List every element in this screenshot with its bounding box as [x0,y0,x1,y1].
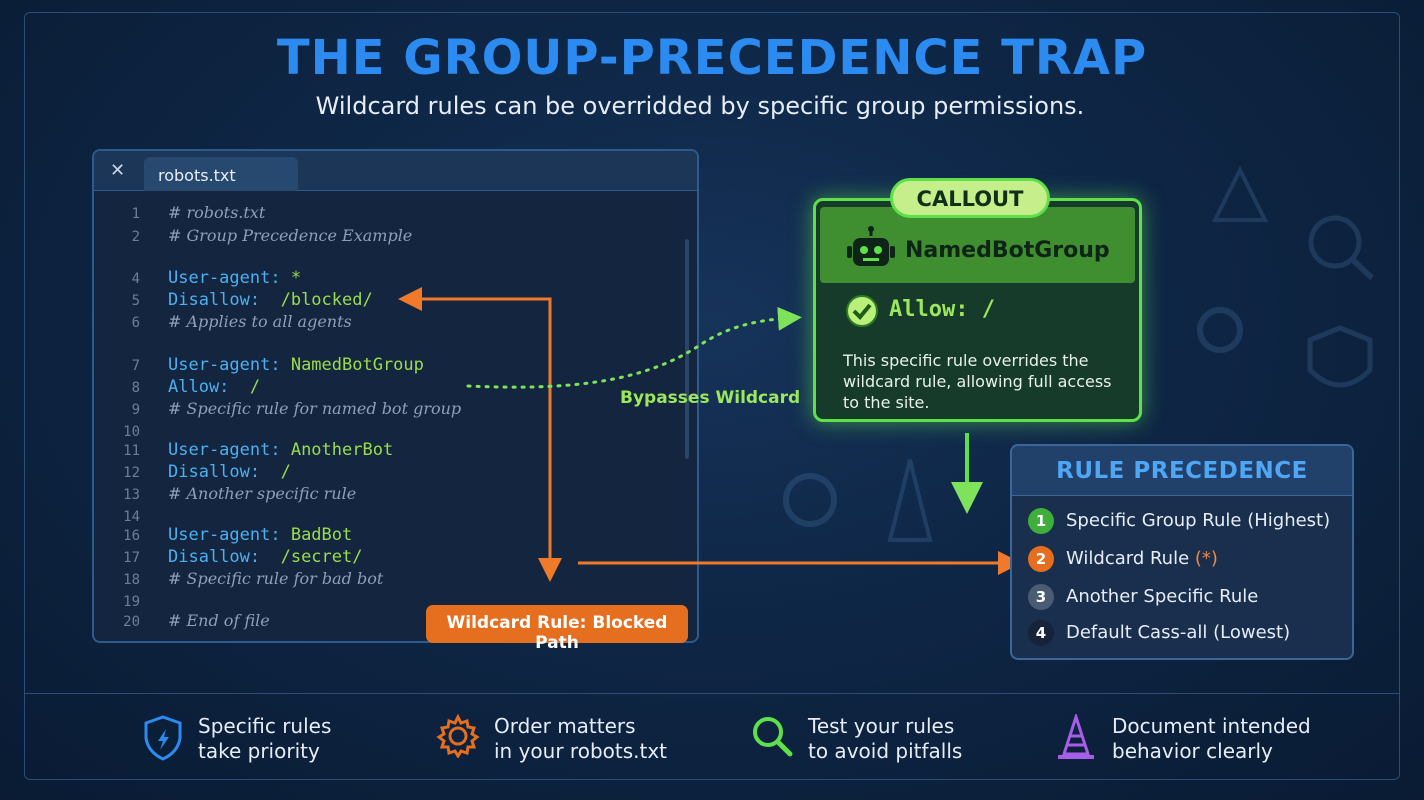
robot-icon [847,226,895,266]
bypass-arrow [466,306,802,389]
line-number: 14 [123,509,140,525]
line-number: 4 [131,271,140,287]
gear-icon [436,714,480,758]
editor-scrollbar[interactable] [685,239,689,459]
bypass-label: Bypasses Wildcard [620,388,801,408]
tab-robots-txt[interactable]: robots.txt [144,157,298,191]
magnifier-icon [753,717,793,757]
code-text: # robots.txt [168,203,266,222]
rank-badge: 2 [1028,546,1054,572]
code-text: Disallow: /secret/ [168,547,363,567]
line-number: 10 [123,424,140,440]
code-line: 17 Disallow: /secret/ [94,547,697,569]
background-decoration [1197,165,1375,388]
precedence-label: Default Cass-all (Lowest) [1066,622,1291,643]
code-text: Allow: / [168,377,261,397]
callout-allow-text: Allow: / [889,297,995,322]
rule-precedence-title: RULE PRECEDENCE [1012,446,1352,496]
code-line: 7 User-agent: NamedBotGroup [94,355,697,377]
code-editor: ✕ robots.txt 1 # robots.txt 2 # Group Prece… [92,149,699,643]
line-number: 9 [131,402,140,418]
code-text: # Group Precedence Example [168,226,413,245]
code-line: 18 # Specific rule for bad bot [94,569,697,591]
code-line: 11 User-agent: AnotherBot [94,440,697,462]
code-line: 20 # End of file [94,611,697,633]
code-text: Disallow: / [168,462,291,482]
code-line: 6 # Applies to all agents [94,312,697,334]
code-line: 4 User-agent: * [94,268,697,290]
code-text: User-agent: BadBot [168,525,353,545]
outer-frame [24,12,1400,780]
code-line: 10 [94,421,697,443]
line-number: 11 [123,443,140,459]
line-number: 13 [123,487,140,503]
wildcard-rule-label: Wildcard Rule: Blocked Path [426,605,688,653]
code-text: Disallow: /blocked/ [168,290,373,310]
background-decoration-2 [783,459,933,542]
line-number: 12 [123,465,140,481]
editor-tab-bar: ✕ robots.txt [94,151,697,191]
wildcard-arrow [398,287,1022,582]
line-number: 5 [131,293,140,309]
page-title: THE GROUP-PRECEDENCE TRAP [276,30,1148,86]
code-text: User-agent: AnotherBot [168,440,394,460]
code-text: # Applies to all agents [168,312,352,331]
page-subtitle: Wildcard rules can be overridded by spec… [315,92,1085,120]
line-number: 6 [131,315,140,331]
code-line: 8 Allow: / [94,377,697,399]
code-line: 13 # Another specific rule [94,484,697,506]
callout-group-name: NamedBotGroup [905,238,1110,263]
precedence-label: Wildcard Rule (*) [1066,548,1218,569]
precedence-label: Another Specific Rule [1066,586,1259,607]
code-line: 9 # Specific rule for named bot group [94,399,697,421]
footer-divider [24,693,1400,694]
line-number: 1 [131,206,140,222]
code-text: User-agent: NamedBotGroup [168,355,424,375]
line-number: 19 [123,594,140,610]
rule-precedence-panel: RULE PRECEDENCE 1 Specific Group Rule (Hi… [1010,444,1354,660]
line-number: 16 [123,528,140,544]
precedence-label: Specific Group Rule (Highest) [1066,510,1331,531]
rank-badge: 1 [1028,508,1054,534]
code-text: User-agent: * [168,268,302,288]
code-line: 14 [94,506,697,528]
code-line: 5 Disallow: /blocked/ [94,290,697,312]
line-number: 20 [123,614,140,630]
callout-tag: CALLOUT [890,178,1050,218]
rank-badge: 3 [1028,584,1054,610]
rank-badge: 4 [1028,620,1054,646]
line-number: 2 [131,229,140,245]
code-line: 12 Disallow: / [94,462,697,484]
code-text: # Specific rule for bad bot [168,569,384,588]
check-icon [846,295,878,327]
line-number: 18 [123,572,140,588]
code-line: 16 User-agent: BadBot [94,525,697,547]
code-text: # Specific rule for named bot group [168,399,462,418]
code-text: # End of file [168,611,270,630]
cone-icon [1058,714,1094,759]
code-text: # Another specific rule [168,484,357,503]
shield-icon [144,715,182,761]
code-line: 19 [94,591,697,613]
close-icon[interactable]: ✕ [110,160,126,181]
callout-description: This specific rule overrides the wildcar… [843,351,1112,412]
line-number: 7 [131,358,140,374]
code-line: 2 # Group Precedence Example [94,226,697,248]
line-number: 8 [131,380,140,396]
line-number: 17 [123,550,140,566]
code-line: 1 # robots.txt [94,203,697,225]
